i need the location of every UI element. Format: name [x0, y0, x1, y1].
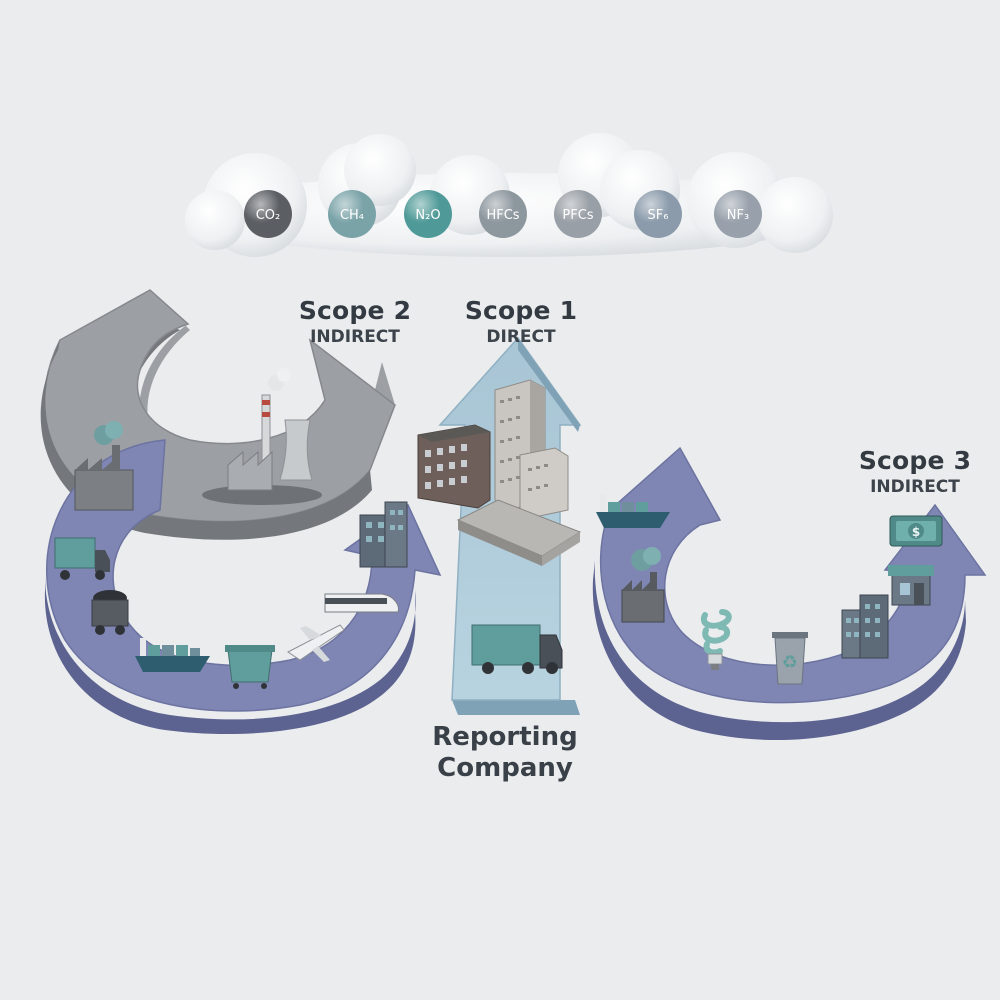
cargo-ship-icon — [135, 638, 210, 672]
gas-label: NF₃ — [727, 208, 749, 223]
scope3-subtitle: INDIRECT — [870, 477, 960, 497]
scope1-label: Scope 1 DIRECT — [456, 296, 586, 347]
money-icon: $ — [889, 515, 943, 547]
store-icon — [888, 565, 934, 606]
gas-sphere: SF₆ — [634, 190, 682, 238]
dumpster-icon — [225, 645, 275, 689]
truck-icon — [54, 537, 110, 580]
light-bulb-icon — [700, 609, 732, 670]
scope3-label: Scope 3 INDIRECT — [850, 446, 980, 497]
factory-icon — [621, 547, 665, 623]
coal-cart-icon — [91, 590, 129, 635]
gas-label: N₂O — [415, 208, 440, 223]
downstream-band — [592, 446, 987, 741]
power-plant-icon — [202, 368, 322, 505]
tower-building-icon — [494, 379, 569, 519]
gas-sphere: CO₂ — [244, 190, 292, 238]
svg-text:♻: ♻ — [782, 652, 798, 673]
gas-sphere: PFCs — [554, 190, 602, 238]
gas-label: PFCs — [562, 208, 593, 223]
gas-sphere: CH₄ — [328, 190, 376, 238]
gas-sphere: HFCs — [479, 190, 527, 238]
office-building-icon — [359, 501, 408, 568]
factory-icon — [74, 421, 134, 511]
reporting-line2: Company — [437, 753, 573, 783]
scope1-subtitle: DIRECT — [486, 327, 556, 347]
scope2-label: Scope 2 INDIRECT — [290, 296, 420, 347]
gas-cloud: CO₂ CH₄ N₂O HFCs PFCs SF₆ NF₃ — [185, 133, 833, 257]
gas-label: CO₂ — [256, 208, 281, 223]
airplane-icon — [287, 624, 345, 662]
warehouse-icon — [456, 499, 582, 566]
reporting-line1: Reporting — [432, 722, 578, 752]
scope1-title: Scope 1 — [464, 296, 578, 325]
cargo-ship-icon — [596, 494, 670, 528]
recycle-bin-icon: ♻ — [772, 632, 808, 685]
train-icon — [324, 593, 399, 613]
gas-label: SF₆ — [648, 208, 669, 223]
scope3-title: Scope 3 — [858, 446, 972, 475]
gas-label: CH₄ — [340, 208, 364, 223]
delivery-truck-icon — [471, 624, 563, 674]
gas-sphere: N₂O — [404, 190, 452, 238]
gas-sphere: NF₃ — [714, 190, 762, 238]
gas-label: HFCs — [486, 208, 519, 223]
office-building-icon — [417, 424, 491, 509]
scope2-subtitle: INDIRECT — [310, 327, 400, 347]
svg-text:$: $ — [912, 525, 920, 539]
reporting-company-label: Reporting Company — [430, 722, 580, 784]
city-buildings-icon — [841, 594, 889, 659]
scope2-title: Scope 2 — [298, 296, 412, 325]
